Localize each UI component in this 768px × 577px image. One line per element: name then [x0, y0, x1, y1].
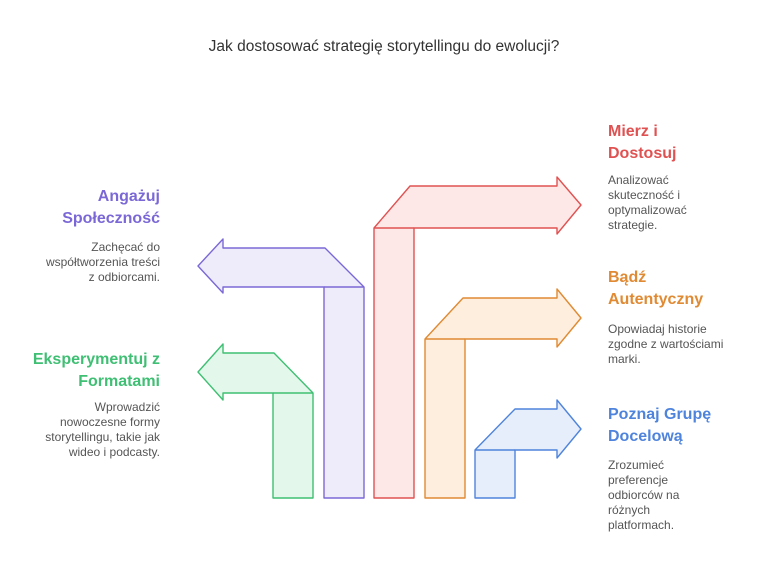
step-description-angazuj: Zachęcać do współtworzenia treści z odbi…: [45, 240, 160, 284]
arrow-badz-autentyczny: [424, 288, 582, 499]
step-heading-badz: Bądź Autentyczny: [608, 269, 704, 308]
diagram-title: Jak dostosować strategię storytellingu d…: [208, 38, 560, 55]
step-description-eksperymentuj: Wprowadzić nowoczesne formy storytelling…: [45, 400, 160, 459]
step-heading-poznaj: Poznaj Grupę Docelową: [608, 406, 712, 445]
step-description-poznaj: Zrozumieć preferencje odbiorców na różny…: [608, 458, 680, 532]
arrow-eksperymentuj-z-formatami: [197, 343, 314, 499]
step-description-badz: Opowiadaj historie zgodne z wartościami …: [608, 322, 724, 366]
arrow-poznaj-grupe-docelowa: [474, 399, 582, 499]
step-description-mierz: Analizować skuteczność i optymalizować s…: [608, 173, 687, 232]
step-heading-angazuj: Angażuj Społeczność: [62, 188, 160, 227]
step-heading-mierz: Mierz i Dostosuj: [608, 123, 677, 162]
arrow-angazuj-spolecznosc: [197, 238, 365, 499]
step-heading-eksperymentuj: Eksperymentuj z Formatami: [32, 351, 160, 390]
arrow-mierz-i-dostosuj: [373, 176, 582, 499]
